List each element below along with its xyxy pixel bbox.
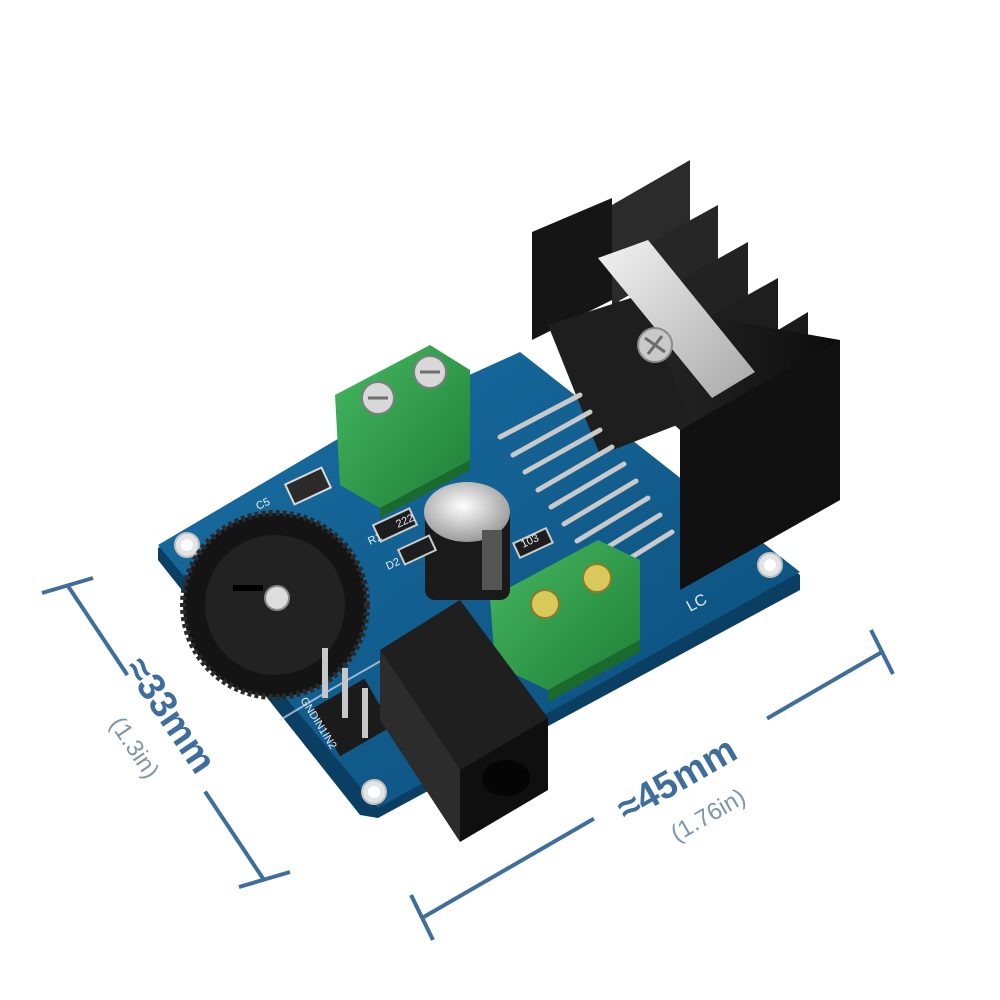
heatsink xyxy=(532,160,840,590)
height-dimension-cap-top xyxy=(41,576,94,595)
ic-pin xyxy=(574,495,651,544)
ic-pins xyxy=(497,392,675,578)
ic-pin xyxy=(561,478,639,527)
smd-capacitor-c5 xyxy=(283,466,333,506)
smd-resistor-r1 xyxy=(371,507,419,543)
capacitor-stripe xyxy=(482,530,502,590)
potentiometer-shaft xyxy=(264,585,290,611)
ic-pin xyxy=(510,409,593,458)
ic-pin xyxy=(548,461,627,510)
silkscreen-outline xyxy=(279,649,401,721)
header-pin xyxy=(322,648,328,698)
terminal-block-top xyxy=(335,345,470,518)
header-pin xyxy=(362,688,368,738)
heatsink-front-face xyxy=(680,340,840,590)
silk-r1: R1 xyxy=(366,531,384,548)
dc-jack-top xyxy=(380,600,548,770)
mounting-hole-center xyxy=(368,786,380,798)
screw-icon xyxy=(582,563,612,593)
smd-components xyxy=(283,466,555,566)
header-pins xyxy=(312,648,392,757)
width-label-backdrop xyxy=(575,687,805,883)
mounting-hole-center xyxy=(764,559,776,571)
width-dimension-cap-right xyxy=(869,629,895,675)
heatsink-back-plate xyxy=(532,198,612,340)
ic-metal-tab xyxy=(598,240,755,398)
screw-slot xyxy=(646,335,664,355)
potentiometer-indicator xyxy=(233,585,263,591)
terminal-block-side xyxy=(548,640,640,702)
dc-power-jack xyxy=(380,600,548,842)
header-pin-base xyxy=(312,678,392,757)
terminal-block-side xyxy=(380,460,470,518)
mounting-holes xyxy=(174,532,783,805)
dc-jack-socket xyxy=(482,760,530,796)
silk-d2: D2 xyxy=(384,556,402,573)
silk-c5: C5 xyxy=(254,496,272,513)
mounting-hole-center xyxy=(181,539,193,551)
smd-resistor xyxy=(511,526,555,560)
height-dimension-cap-bottom xyxy=(238,870,291,889)
ic-pin xyxy=(497,392,583,440)
dc-jack-side xyxy=(380,650,460,842)
ic-pin xyxy=(522,427,603,475)
header-pin xyxy=(342,668,348,718)
width-dimension-cap-left xyxy=(409,894,435,941)
potentiometer-icon xyxy=(180,510,370,700)
smd-diode-d2 xyxy=(396,534,438,566)
terminal-block-bottom xyxy=(490,540,640,702)
electrolytic-capacitor xyxy=(424,482,510,600)
screw-icon xyxy=(530,589,560,619)
capacitor-top xyxy=(424,482,510,542)
ic-pin xyxy=(535,444,615,493)
